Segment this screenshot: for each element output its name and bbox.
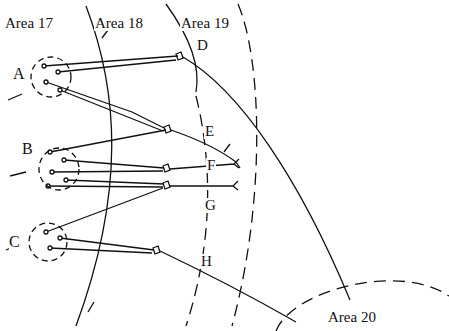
- group-letter: C: [9, 234, 20, 250]
- axon: [58, 60, 176, 72]
- area-label: E: [204, 124, 215, 139]
- area-label: Area 20: [327, 310, 377, 325]
- area-label: Area 18: [94, 16, 144, 31]
- axon: [44, 56, 178, 66]
- area-label: Area 17: [4, 16, 54, 31]
- axon: [183, 57, 350, 300]
- axon: [170, 159, 239, 169]
- axon: [50, 248, 152, 253]
- soma: [62, 158, 66, 162]
- neuron: [163, 164, 170, 172]
- soma: [58, 236, 62, 240]
- axon: [46, 82, 164, 128]
- axon: [160, 251, 296, 322]
- dashed-circle: [38, 147, 80, 191]
- area-label: F: [206, 158, 216, 173]
- neuron: [176, 52, 183, 60]
- area-boundary: [76, 6, 112, 326]
- axon: [170, 181, 238, 190]
- cell-group: C: [28, 222, 68, 262]
- soma: [58, 88, 62, 92]
- area-boundary: [276, 281, 449, 331]
- axon: [46, 188, 163, 232]
- area-label: Area 19: [180, 16, 230, 31]
- soma: [44, 230, 48, 234]
- dashed-circle: [30, 56, 72, 98]
- soma: [48, 246, 52, 250]
- soma: [42, 64, 46, 68]
- neuron: [153, 246, 160, 254]
- cell-group: B: [38, 147, 80, 191]
- dendrite: [6, 30, 108, 312]
- axon: [48, 186, 163, 187]
- group-letter: A: [13, 66, 25, 82]
- axon: [52, 171, 163, 172]
- area-label: D: [196, 38, 209, 53]
- axon: [60, 90, 163, 131]
- area-label: H: [200, 254, 213, 269]
- dashed-circle: [28, 222, 68, 262]
- axon: [60, 238, 154, 250]
- axon: [66, 180, 164, 184]
- soma: [50, 170, 54, 174]
- area-label: G: [204, 198, 217, 213]
- neuron: [163, 181, 170, 189]
- cell-group: A: [30, 56, 72, 98]
- axon: [50, 130, 166, 152]
- soma: [56, 70, 60, 74]
- soma: [64, 178, 68, 182]
- soma: [44, 80, 48, 84]
- neuron: [164, 125, 171, 133]
- group-letter: B: [22, 141, 33, 157]
